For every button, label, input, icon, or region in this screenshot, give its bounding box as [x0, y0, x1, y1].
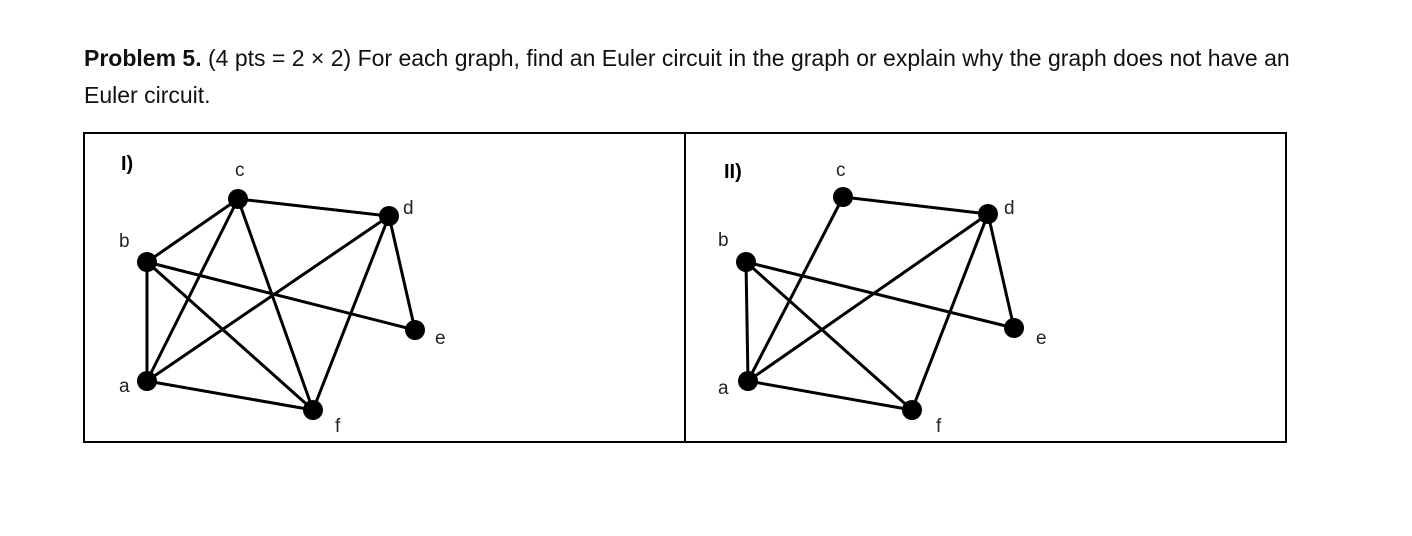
- graph-panel-2: II) a b c d e f: [684, 134, 1285, 441]
- graph-2-edges: [744, 195, 1016, 412]
- edge-c-d: [237, 197, 390, 218]
- edge-b-a: [744, 261, 750, 382]
- graph-2-label: II): [724, 161, 742, 183]
- graph-1: I) a b c d e f: [119, 153, 446, 437]
- edge-c-f: [236, 198, 315, 411]
- vertex-b: [736, 252, 756, 272]
- edge-c-a: [145, 198, 240, 382]
- edge-b-e: [146, 260, 416, 332]
- vertex-label-f: f: [936, 416, 942, 437]
- edge-a-f: [146, 379, 314, 412]
- vertex-a: [137, 371, 157, 391]
- graph-panels: I) a b c d e f II) a b c d e f: [83, 132, 1287, 443]
- problem-number: Problem 5.: [84, 45, 202, 71]
- edge-d-a: [747, 212, 989, 383]
- edge-d-f: [311, 215, 391, 411]
- vertex-label-c: c: [235, 160, 245, 181]
- edge-a-f: [747, 379, 913, 412]
- vertex-f: [902, 400, 922, 420]
- edge-b-f: [146, 260, 314, 412]
- vertex-e: [1004, 318, 1024, 338]
- problem-text: (4 pts = 2 × 2) For each graph, find an …: [84, 45, 1290, 108]
- edge-d-e: [387, 215, 417, 331]
- edge-d-e: [986, 213, 1016, 329]
- vertex-b: [137, 252, 157, 272]
- vertex-d: [379, 206, 399, 226]
- vertex-label-a: a: [119, 376, 130, 397]
- graph-2: II) a b c d e f: [718, 160, 1047, 437]
- vertex-a: [738, 371, 758, 391]
- vertex-c: [228, 189, 248, 209]
- graph-1-vertices: a b c d e f: [119, 160, 446, 437]
- vertex-label-e: e: [435, 328, 446, 349]
- problem-statement: Problem 5. (4 pts = 2 × 2) For each grap…: [84, 40, 1304, 114]
- graph-2-vertices: a b c d e f: [718, 160, 1047, 437]
- edge-b-e: [745, 260, 1015, 330]
- vertex-label-a: a: [718, 378, 729, 399]
- vertex-label-f: f: [335, 416, 341, 437]
- edge-c-b: [146, 197, 239, 264]
- edge-b-f: [745, 260, 913, 412]
- vertex-c: [833, 187, 853, 207]
- edge-c-a: [746, 196, 845, 382]
- vertex-label-e: e: [1036, 328, 1047, 349]
- vertex-d: [978, 204, 998, 224]
- vertex-label-d: d: [1004, 198, 1015, 219]
- graph-1-label: I): [121, 153, 133, 175]
- graph-panel-1: I) a b c d e f: [85, 134, 684, 441]
- vertex-label-c: c: [836, 160, 846, 181]
- graph-1-edges: [145, 197, 417, 412]
- vertex-f: [303, 400, 323, 420]
- vertex-label-d: d: [403, 198, 414, 219]
- vertex-label-b: b: [718, 230, 729, 251]
- edge-c-d: [842, 195, 989, 216]
- vertex-label-b: b: [119, 231, 130, 252]
- edge-d-a: [146, 214, 390, 383]
- vertex-e: [405, 320, 425, 340]
- edge-d-f: [910, 213, 990, 411]
